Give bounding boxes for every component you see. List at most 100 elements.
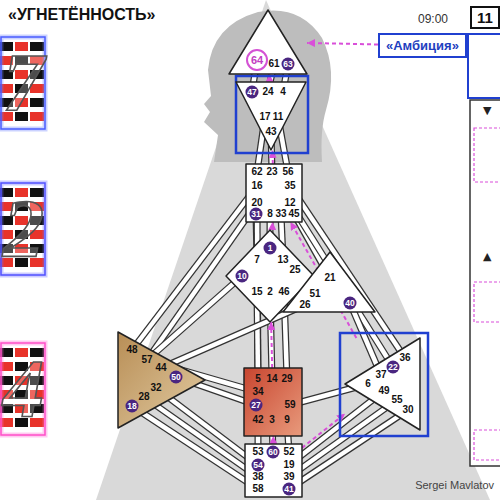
center-shape xyxy=(245,444,302,497)
glow-frame xyxy=(1,37,45,129)
flow-arrow xyxy=(307,43,378,45)
gate-number: 16 xyxy=(251,181,262,191)
gate-number: 29 xyxy=(281,374,292,384)
arrow-symbol: ▲ xyxy=(483,250,491,263)
center-shape xyxy=(229,10,307,74)
gate-number: 58 xyxy=(252,484,263,494)
gate-number: 22 xyxy=(387,361,400,374)
channel-fill xyxy=(144,397,258,477)
gate-number: 43 xyxy=(265,127,276,137)
channel xyxy=(289,410,408,489)
side-panel xyxy=(470,100,500,466)
gate-number: 26 xyxy=(299,300,310,310)
gate-number: 19 xyxy=(283,460,294,470)
channel xyxy=(147,276,242,360)
channel xyxy=(289,400,397,477)
gate-number: 35 xyxy=(284,181,295,191)
root-center: 536052541938395841 xyxy=(245,444,302,497)
gate-number: 8 xyxy=(267,209,273,219)
channel xyxy=(144,397,258,477)
gate-number: 53 xyxy=(252,447,263,457)
channel-outline xyxy=(289,410,408,489)
heart-center: 21512640 xyxy=(283,252,375,312)
gate-number: 15 xyxy=(251,287,262,297)
dashed-arrow xyxy=(271,322,272,368)
gate-number: 49 xyxy=(378,386,389,396)
sacral-center: 514293427594239 xyxy=(244,368,302,436)
glow-frame xyxy=(1,183,45,275)
highlight-frame xyxy=(340,333,428,436)
gate-number: 50 xyxy=(170,371,183,384)
gate-number: 34 xyxy=(252,387,263,397)
gate-number: 30 xyxy=(402,405,413,415)
head-center: 646163 xyxy=(229,10,307,74)
flow-arrow xyxy=(302,414,345,448)
box-label: «Амбиция» xyxy=(386,38,459,53)
gate-number: 31 xyxy=(250,208,263,221)
line-number: 2 xyxy=(3,184,44,274)
dashed-arrow xyxy=(272,436,274,444)
time-label: 09:00 xyxy=(418,12,448,26)
gate-number: 37 xyxy=(375,370,386,380)
line-number: 4 xyxy=(3,344,44,434)
spleen-center: 48574450322818 xyxy=(118,332,205,428)
gate-number: 25 xyxy=(289,265,300,275)
line-number: 7 xyxy=(3,38,44,128)
flow-arrow xyxy=(272,222,273,230)
gate-number: 7 xyxy=(254,255,260,265)
gate-number: 11 xyxy=(273,112,284,122)
gate-number: 10 xyxy=(236,270,249,283)
gate-number: 9 xyxy=(284,415,290,425)
gate-number: 42 xyxy=(252,415,263,425)
channel-fill xyxy=(147,276,242,360)
channel-outline xyxy=(144,397,258,477)
channel-fill xyxy=(289,400,397,477)
channel xyxy=(132,406,258,489)
gate-number: 28 xyxy=(138,392,149,402)
gate-number: 14 xyxy=(266,374,277,384)
gate-number: 59 xyxy=(284,400,295,410)
flow-arrow xyxy=(271,322,272,368)
gate-number: 33 xyxy=(275,209,286,219)
center-shape xyxy=(246,164,302,222)
gate-number: 64 xyxy=(246,49,268,71)
gate-number: 55 xyxy=(391,395,402,405)
gate-number: 48 xyxy=(126,345,137,355)
channel xyxy=(161,305,305,368)
gate-number: 56 xyxy=(282,167,293,177)
gate-number: 3 xyxy=(269,415,275,425)
gate-number: 4 xyxy=(280,87,286,97)
gate-number: 46 xyxy=(278,287,289,297)
gate-number: 12 xyxy=(284,198,295,208)
center-outline xyxy=(345,338,420,430)
channel-fill xyxy=(289,410,408,489)
gate-number: 5 xyxy=(255,374,261,384)
gate-number: 6 xyxy=(365,379,371,389)
dashed-arrow xyxy=(307,43,378,45)
gate-number: 24 xyxy=(262,87,273,97)
dashed-slot xyxy=(474,128,500,182)
number-box: 11 xyxy=(470,6,500,29)
gate-number: 40 xyxy=(344,297,357,310)
center-shape xyxy=(244,368,302,436)
gate-number: 52 xyxy=(283,447,294,457)
dashed-arrow xyxy=(302,414,345,448)
center-shape xyxy=(236,82,306,150)
center-shape xyxy=(226,230,314,322)
gate-number: 61 xyxy=(268,59,279,69)
channel-outline xyxy=(161,305,305,368)
gate-number: 60 xyxy=(267,446,280,459)
glow-frame xyxy=(1,343,45,435)
gate-number: 23 xyxy=(266,167,277,177)
gate-number: 54 xyxy=(252,459,265,472)
gate-number: 36 xyxy=(399,353,410,363)
gate-number: 44 xyxy=(155,363,166,373)
glow-frame xyxy=(1,343,45,435)
side-box xyxy=(468,34,500,98)
throat-center: 622356163520123183345 xyxy=(246,164,302,222)
gate-number: 57 xyxy=(141,355,152,365)
gate-number: 39 xyxy=(283,472,294,482)
arrow-symbol: ▼ xyxy=(483,104,491,117)
channel-outline xyxy=(289,400,397,477)
